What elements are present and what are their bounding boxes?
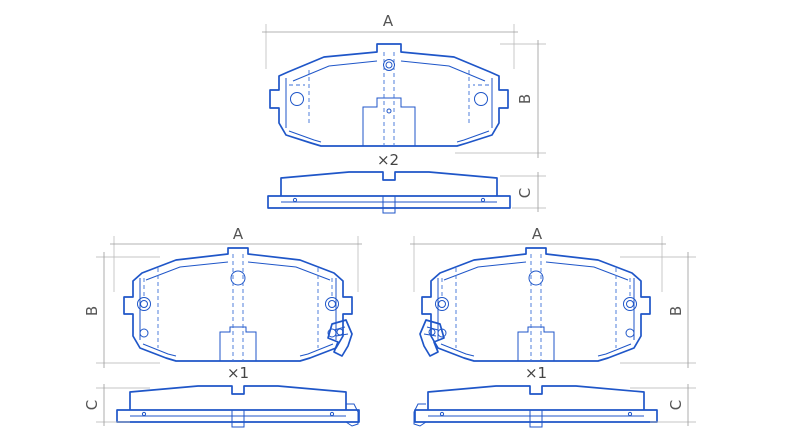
right-pad-side-view <box>414 385 658 428</box>
dimension-b-label-left: B <box>83 306 101 316</box>
right-pad-group: A B ×1 C <box>410 225 696 428</box>
top-pad-side-view <box>267 171 511 214</box>
dimension-a-label-left: A <box>233 225 244 243</box>
dimension-a-label: A <box>383 12 394 30</box>
left-quantity-label: ×1 <box>227 364 249 382</box>
dimension-a-label-right: A <box>532 225 543 243</box>
right-pad-front-view <box>421 247 651 362</box>
left-side-sensor <box>345 403 359 427</box>
dimension-c-label-left: C <box>83 400 101 410</box>
dimension-c-label-right: C <box>667 400 685 410</box>
dimension-c-label-top: C <box>516 188 534 198</box>
right-quantity-label: ×1 <box>525 364 547 382</box>
right-side-sensor <box>413 403 427 427</box>
left-pad-group: A B ×1 C <box>83 225 362 428</box>
dimension-b-label-right: B <box>667 306 685 316</box>
dimension-b-label: B <box>516 94 534 104</box>
top-pad-front-view <box>269 43 509 147</box>
left-pad-front-view <box>123 247 353 362</box>
top-quantity-label: ×2 <box>377 151 399 169</box>
top-pad-group: A B ×2 C <box>262 12 546 214</box>
left-pad-side-view <box>116 385 360 428</box>
